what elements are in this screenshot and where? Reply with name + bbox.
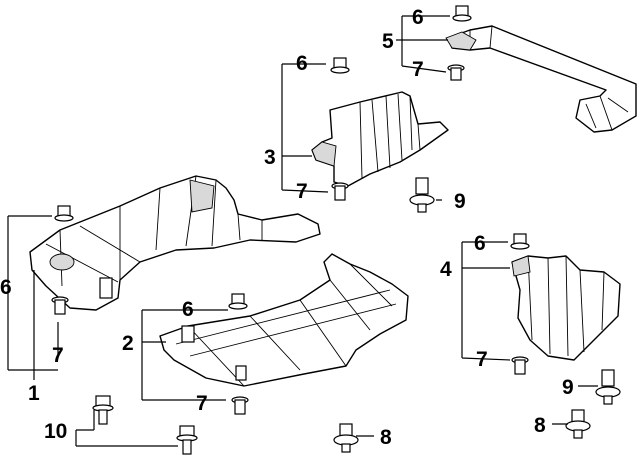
pushpin-clip-icon bbox=[511, 356, 529, 375]
callout-1: 1 bbox=[28, 382, 40, 405]
callout-7-part3: 7 bbox=[296, 180, 308, 203]
flange-bolt-icon bbox=[176, 425, 198, 455]
pushpin-clip-icon bbox=[447, 64, 465, 81]
leader-lines bbox=[7, 15, 598, 447]
callout-6-part2: 6 bbox=[182, 298, 194, 321]
pushpin-clip-icon bbox=[565, 409, 591, 439]
bolt-icon bbox=[228, 293, 248, 310]
flange-bolt-icon bbox=[92, 395, 114, 425]
part-1-front-frame bbox=[29, 175, 321, 311]
callout-8-right: 8 bbox=[534, 414, 546, 437]
pushpin-clip-icon bbox=[333, 423, 359, 453]
pushpin-clip-icon bbox=[331, 182, 349, 201]
callout-7-part2: 7 bbox=[196, 392, 208, 415]
bolt-icon bbox=[54, 205, 74, 222]
part-3-splash-shield bbox=[311, 91, 449, 187]
callout-2: 2 bbox=[122, 332, 134, 355]
part-4-right-shield bbox=[511, 255, 621, 361]
callout-3: 3 bbox=[264, 146, 276, 169]
callout-7-left: 7 bbox=[52, 344, 64, 367]
screw-grommet-icon bbox=[595, 369, 621, 405]
bolt-icon bbox=[330, 57, 350, 74]
callout-4: 4 bbox=[440, 258, 452, 281]
callout-7-top: 7 bbox=[412, 58, 424, 81]
callout-9-part4: 9 bbox=[562, 376, 574, 399]
callout-6-top: 6 bbox=[412, 6, 424, 29]
bolt-icon bbox=[510, 233, 530, 250]
part-5-rear-rail bbox=[445, 25, 637, 133]
part-2-skid-plate bbox=[159, 253, 409, 387]
callout-8-center: 8 bbox=[380, 426, 392, 449]
pushpin-clip-icon bbox=[231, 396, 249, 415]
callout-9-part3: 9 bbox=[454, 190, 466, 213]
screw-grommet-icon bbox=[409, 177, 435, 213]
callout-6-part4: 6 bbox=[474, 232, 486, 255]
callout-5: 5 bbox=[382, 30, 394, 53]
callout-7-part4: 7 bbox=[476, 348, 488, 371]
callout-6-part3: 6 bbox=[296, 52, 308, 75]
callout-10: 10 bbox=[44, 420, 67, 443]
callout-6-left: 6 bbox=[0, 276, 12, 299]
bolt-icon bbox=[452, 5, 472, 22]
pushpin-clip-icon bbox=[51, 296, 69, 315]
